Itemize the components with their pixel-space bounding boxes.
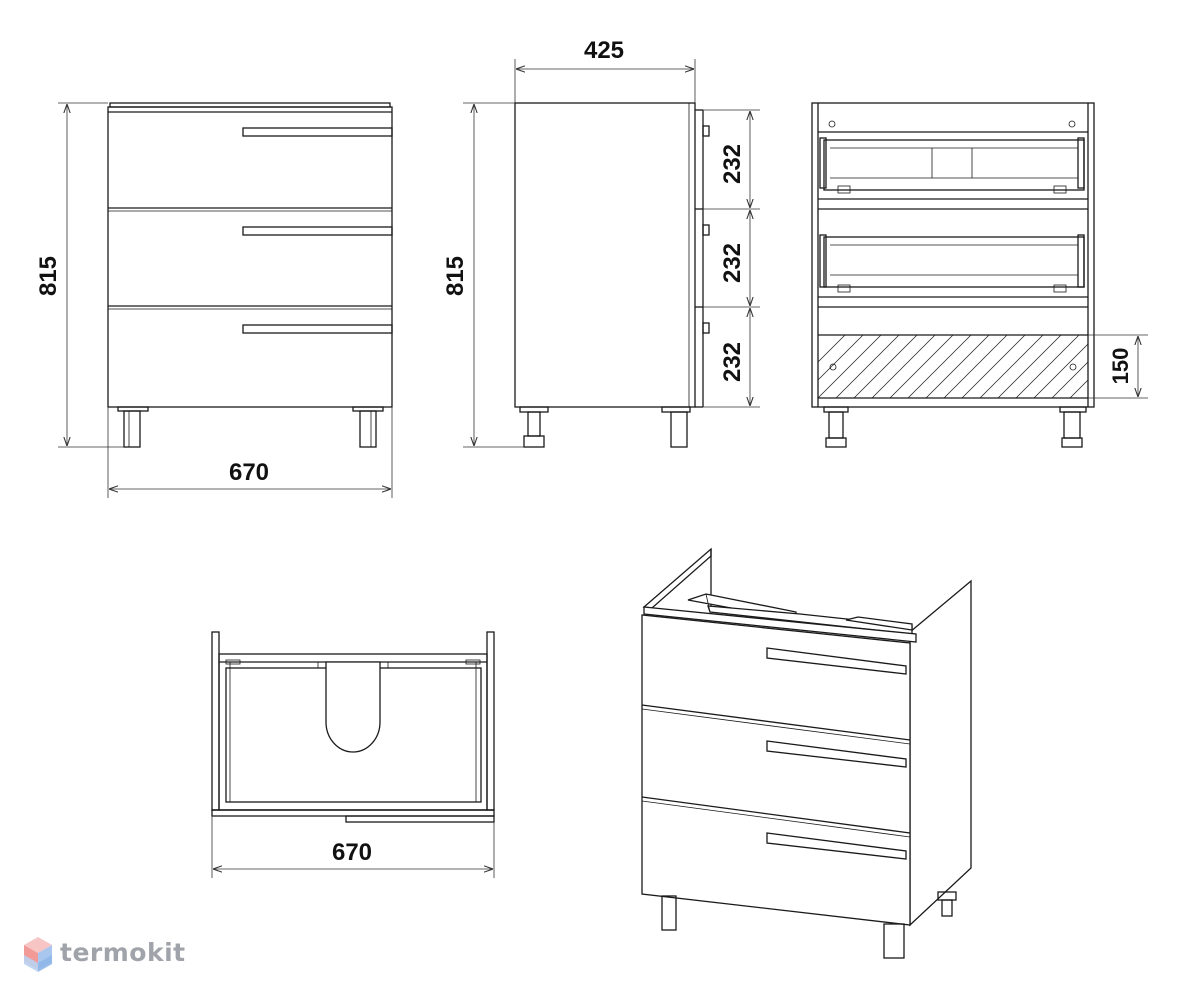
drawer-1-height-label: 232 bbox=[719, 144, 746, 184]
drawer-2-height-label: 232 bbox=[719, 243, 746, 283]
side-depth-label: 425 bbox=[584, 37, 624, 64]
side-view bbox=[463, 59, 760, 448]
cube-logo-icon bbox=[24, 937, 52, 972]
isometric-view bbox=[641, 547, 972, 959]
hatched-panel bbox=[818, 335, 1088, 398]
front-view bbox=[58, 102, 393, 498]
top-width-label: 670 bbox=[332, 839, 372, 866]
drawer-3-height-label: 232 bbox=[719, 342, 746, 382]
top-view bbox=[211, 631, 495, 878]
back-panel-height-label: 150 bbox=[1108, 348, 1133, 385]
back-view bbox=[811, 102, 1148, 448]
front-height-label: 815 bbox=[35, 256, 62, 296]
side-height-label: 815 bbox=[442, 256, 469, 296]
front-width-label: 670 bbox=[229, 459, 269, 486]
brand-name: termokit bbox=[60, 938, 186, 967]
